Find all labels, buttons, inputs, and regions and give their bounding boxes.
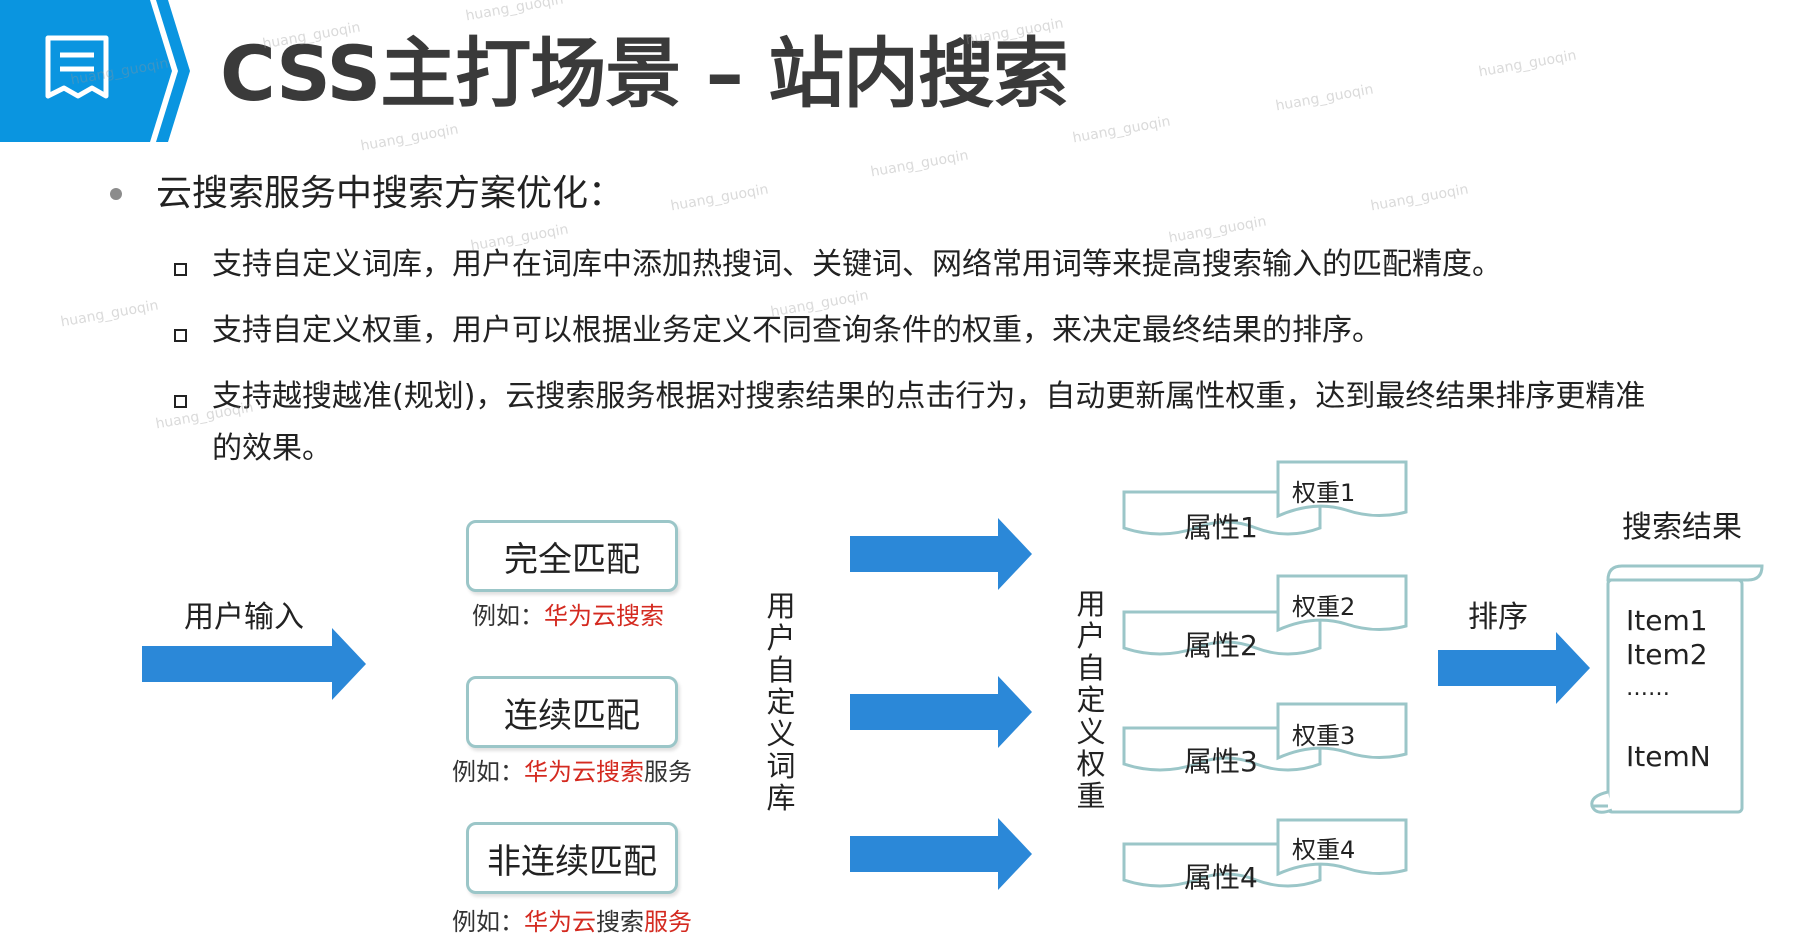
result-item: Item2	[1626, 638, 1708, 671]
feature-3: 支持越搜越准(规划)，云搜索服务根据对搜索结果的点击行为，自动更新属性权重，达到…	[212, 379, 1646, 414]
feature-bullet	[174, 263, 187, 276]
match-exact-label: 完全匹配	[504, 539, 640, 580]
feature-bullet	[174, 329, 187, 342]
weight-label: 权重2	[1292, 593, 1356, 621]
weight-tag	[1276, 574, 1408, 633]
match-continuous-label: 连续匹配	[504, 695, 640, 736]
example-prefix: 例如：	[452, 758, 524, 786]
attribute-label: 属性1	[1184, 511, 1258, 544]
weight-tag	[1276, 818, 1408, 877]
intro-bullet	[110, 188, 122, 200]
match-noncontinuous-label: 非连续匹配	[487, 841, 657, 882]
feature-3-cont: 的效果。	[212, 431, 332, 466]
flow-arrow	[850, 518, 1032, 590]
attribute-box	[1122, 610, 1322, 656]
feature-2: 支持自定义权重，用户可以根据业务定义不同查询条件的权重，来决定最终结果的排序。	[212, 313, 1382, 348]
weight-label: 权重3	[1292, 722, 1356, 750]
attribute-box	[1122, 842, 1322, 888]
match-noncontinuous-example: 例如：华为云搜索服务	[452, 902, 692, 937]
attribute-label: 属性4	[1184, 861, 1258, 894]
weight-tag	[1276, 702, 1408, 761]
flow-arrow	[850, 818, 1032, 890]
example-part: 华为云搜索	[544, 602, 664, 630]
result-item: ……	[1626, 676, 1670, 701]
match-continuous-box: 连续匹配	[466, 676, 678, 748]
example-part: 搜索	[596, 908, 644, 936]
intro-text: 云搜索服务中搜索方案优化：	[156, 173, 625, 214]
weight-label: 权重4	[1292, 836, 1356, 864]
example-part: 华为云搜索	[524, 758, 644, 786]
document-icon	[45, 35, 109, 99]
custom-dictionary-label: 用户自定义词库	[766, 589, 796, 815]
flow-arrow	[850, 676, 1032, 748]
feature-bullet	[174, 395, 187, 408]
example-prefix: 例如：	[472, 602, 544, 630]
result-item: Item1	[1626, 604, 1708, 637]
example-part: 服务	[644, 908, 692, 936]
feature-1: 支持自定义词库，用户在词库中添加热搜词、关键词、网络常用词等来提高搜索输入的匹配…	[212, 247, 1502, 282]
attribute-box	[1122, 726, 1322, 772]
match-continuous-example: 例如：华为云搜索服务	[452, 752, 692, 787]
example-part: 服务	[644, 758, 692, 786]
match-exact-example: 例如：华为云搜索	[472, 596, 664, 631]
custom-weight-label: 用户自定义权重	[1076, 587, 1106, 813]
page-title: CSS主打场景 – 站内搜索	[220, 29, 1069, 118]
header-badge	[0, 0, 190, 142]
input-arrow	[142, 628, 366, 700]
example-prefix: 例如：	[452, 908, 524, 936]
match-exact-box: 完全匹配	[466, 520, 678, 592]
result-title: 搜索结果	[1622, 510, 1742, 545]
attribute-label: 属性3	[1184, 745, 1258, 778]
weight-tag	[1276, 460, 1408, 519]
sort-arrow	[1438, 632, 1590, 704]
weight-label: 权重1	[1292, 479, 1356, 507]
example-part: 华为云	[524, 908, 596, 936]
match-noncontinuous-box: 非连续匹配	[466, 822, 678, 894]
result-scroll	[1590, 564, 1764, 814]
sort-label: 排序	[1468, 600, 1528, 635]
result-item: ItemN	[1626, 740, 1711, 773]
attribute-label: 属性2	[1184, 629, 1258, 662]
attribute-box	[1122, 490, 1322, 536]
user-input-label: 用户输入	[184, 600, 304, 635]
